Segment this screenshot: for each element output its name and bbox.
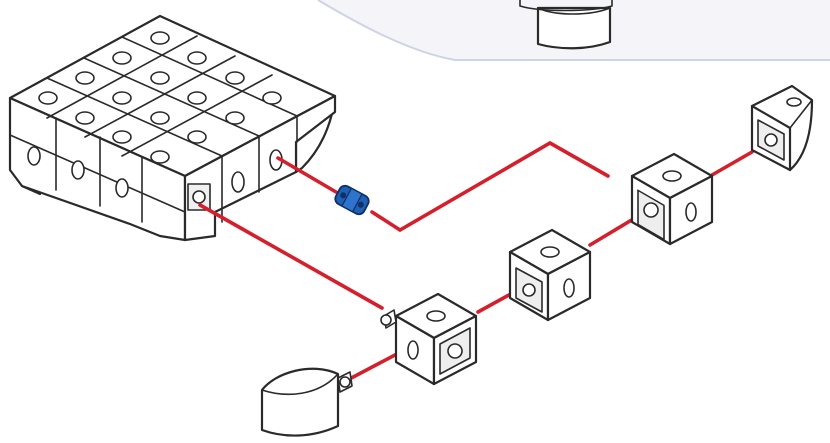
line-coupler-to-cube-c xyxy=(370,140,610,233)
cube-b xyxy=(508,228,592,322)
line-cube-c-to-top-dome xyxy=(710,150,754,177)
callout-part-icon xyxy=(519,0,613,50)
cube-a xyxy=(380,292,478,386)
base-plate xyxy=(8,14,337,242)
line-plate-to-coupler xyxy=(276,156,338,194)
line-plate-to-cube-a xyxy=(198,203,384,310)
quarter-dome-bottom xyxy=(260,367,353,437)
blue-coupler xyxy=(334,184,370,216)
cube-c xyxy=(630,152,714,246)
quarter-dome-top xyxy=(750,84,814,172)
